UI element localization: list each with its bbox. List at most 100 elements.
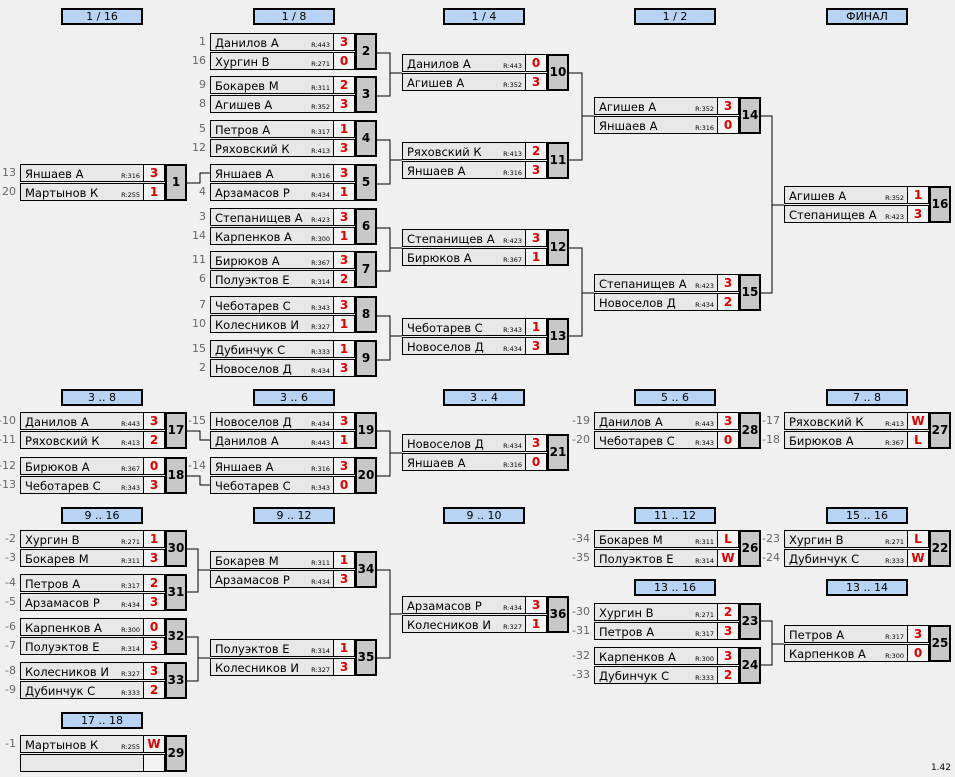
player-name: Новоселов Д [407, 340, 484, 354]
round-header: ФИНАЛ [826, 8, 908, 25]
player-name: Степанищев А [599, 277, 687, 291]
seed-number: 20 [2, 185, 16, 198]
match-number: 4 [355, 120, 377, 157]
seed-number: -12 [0, 459, 16, 472]
player-name: Чеботарев С [215, 479, 291, 493]
player-name: Агишев А [407, 76, 465, 90]
player-rating: R:316 [311, 465, 330, 473]
match-number: 13 [547, 318, 569, 355]
player-score: 3 [525, 434, 547, 452]
player-rating: R:443 [695, 420, 714, 428]
player-rating: R:434 [503, 604, 522, 612]
player-name: Данилов А [407, 57, 471, 71]
player-rating: R:333 [885, 557, 904, 565]
player-name: Агишев А [215, 98, 273, 112]
player-name: Яншаев А [215, 167, 274, 181]
player-score: 3 [143, 164, 165, 182]
player-name: Полуэктов Е [215, 642, 290, 656]
match-number: 16 [929, 186, 951, 223]
player-name: Яншаев А [407, 164, 466, 178]
player-score: 3 [525, 229, 547, 247]
player-name: Полуэктов Е [25, 640, 100, 654]
player-name: Карпенков А [789, 647, 866, 661]
player-score: 3 [143, 593, 165, 611]
player-rating: R:314 [311, 647, 330, 655]
player-rating: R:367 [311, 259, 330, 267]
player-rating: R:300 [695, 655, 714, 663]
player-score [143, 754, 165, 772]
player-rating: R:316 [121, 172, 140, 180]
seed-number: 9 [199, 78, 206, 91]
player-score: 1 [333, 183, 355, 201]
player-rating: R:333 [311, 348, 330, 356]
seed-number: -17 [762, 414, 780, 427]
seed-number: -30 [572, 605, 590, 618]
player-score: 3 [717, 647, 739, 665]
player-rating: R:352 [885, 194, 904, 202]
round-header: 11 .. 12 [634, 507, 716, 524]
seed-number: -6 [5, 620, 16, 633]
player-name: Петров А [599, 625, 655, 639]
player-score: 3 [143, 549, 165, 567]
player-score: 2 [143, 574, 165, 592]
seed-number: 6 [199, 272, 206, 285]
player-name: Чеботарев С [599, 434, 675, 448]
player-name: Чеботарев С [215, 299, 291, 313]
player-score: 3 [525, 596, 547, 614]
player-rating: R:443 [121, 420, 140, 428]
match-number: 5 [355, 164, 377, 201]
player-rating: R:443 [311, 41, 330, 49]
player-score: 3 [717, 274, 739, 292]
player-score: 1 [333, 120, 355, 138]
player-rating: R:434 [311, 191, 330, 199]
match-number: 25 [929, 625, 951, 662]
player-score: 1 [143, 183, 165, 201]
